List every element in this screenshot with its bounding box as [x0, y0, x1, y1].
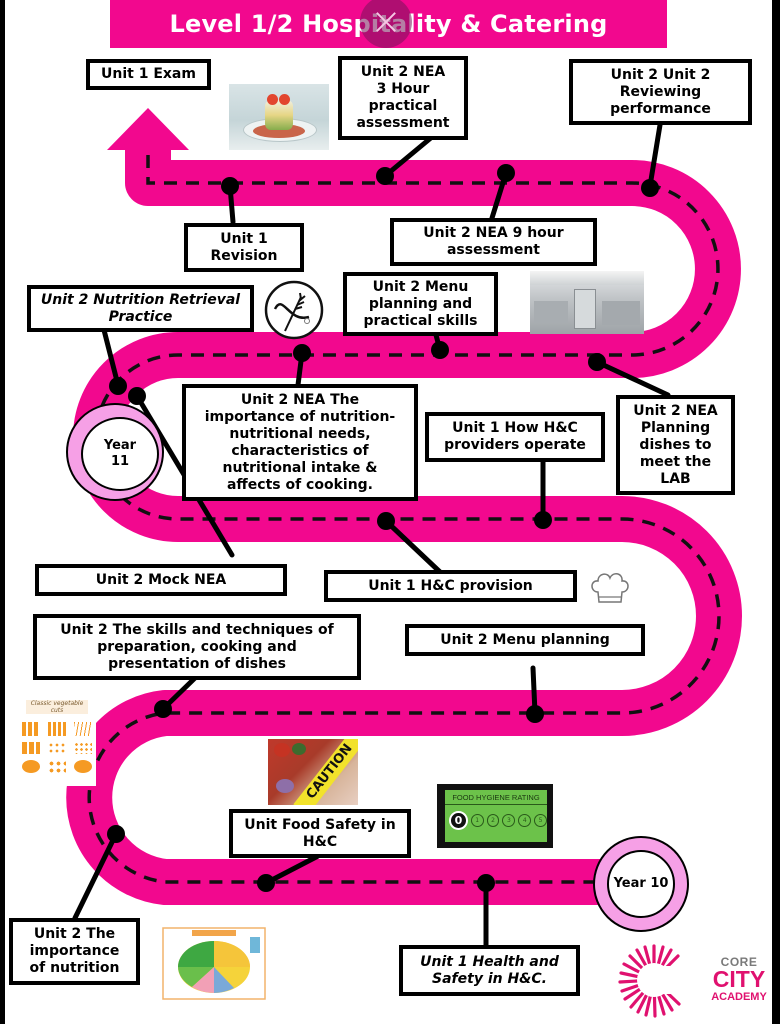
vegetable-cuts-title: Classic vegetable cuts — [26, 700, 88, 714]
milestone-menu-planning-skills: Unit 2 Menu planning and practical skill… — [343, 272, 498, 336]
milestone-how-providers-operate: Unit 1 How H&C providers operate — [425, 412, 605, 462]
milestone-dot — [526, 705, 544, 723]
hygiene-rating-value: 0 — [449, 811, 468, 830]
road-arrow-head — [107, 108, 189, 150]
milestone-unit1-exam: Unit 1 Exam — [86, 59, 211, 90]
core-city-academy-logo-icon — [618, 944, 690, 1018]
milestone-reviewing-performance: Unit 2 Unit 2 Reviewing performance — [569, 59, 752, 125]
milestone-menu-planning: Unit 2 Menu planning — [405, 624, 645, 656]
connector-reviewing — [647, 122, 663, 189]
hygiene-rating-label: FOOD HYGIENE RATING — [445, 793, 547, 805]
milestone-dot — [497, 164, 515, 182]
milestone-skills-techniques: Unit 2 The skills and techniques of prep… — [33, 614, 361, 680]
caution-food-photo: CAUTION — [268, 739, 358, 805]
hygiene-scale-3: 3 — [502, 814, 516, 827]
connector-food-safety — [263, 852, 323, 886]
milestone-hc-provision: Unit 1 H&C provision — [324, 570, 577, 602]
connector-importance-nutrition — [72, 831, 119, 921]
milestone-dot — [477, 874, 495, 892]
milestone-dot — [221, 177, 239, 195]
hygiene-scale-4: 4 — [518, 814, 532, 827]
milestone-nutrition-retrieval: Unit 2 Nutrition Retrieval Practice — [27, 285, 254, 332]
milestone-unit1-revision: Unit 1 Revision — [184, 223, 304, 272]
year-11-label: Year 11 — [81, 417, 159, 491]
milestone-dot — [376, 167, 394, 185]
year-11-marker: Year 11 — [66, 403, 164, 501]
hygiene-scale-1: 1 — [470, 814, 484, 827]
milestone-dot — [128, 387, 146, 405]
milestone-health-safety: Unit 1 Health and Safety in H&C. — [399, 945, 580, 996]
vegetable-cuts-chart: Classic vegetable cuts — [18, 694, 96, 786]
road-dashed-centerline — [87, 155, 721, 884]
milestone-mock-nea: Unit 2 Mock NEA — [35, 564, 287, 596]
milestone-dot — [293, 344, 311, 362]
milestone-importance-nutrition: Unit 2 The importance of nutrition — [9, 918, 140, 985]
year-10-marker: Year 10 — [593, 836, 689, 932]
logo-text-academy: ACADEMY — [711, 991, 767, 1003]
milestone-nea-3hour: Unit 2 NEA 3 Hour practical assessment — [338, 56, 468, 140]
milestone-dot — [377, 512, 395, 530]
connector-nutrition-retrieval — [101, 327, 121, 388]
milestone-dot — [107, 825, 125, 843]
milestone-food-safety: Unit Food Safety in H&C — [229, 809, 411, 858]
connector-hc-provision — [383, 518, 443, 575]
plated-dish-photo — [229, 84, 329, 150]
chef-hat-icon — [591, 573, 629, 603]
commercial-kitchen-photo — [530, 271, 644, 334]
logo-text-core: CORE — [720, 955, 758, 969]
milestone-dot — [431, 341, 449, 359]
gluten-free-icon — [264, 280, 324, 340]
page-border-right — [772, 0, 780, 1024]
close-icon[interactable] — [360, 0, 412, 48]
food-hygiene-rating-sticker: FOOD HYGIENE RATING 0 1 2 3 4 5 — [437, 784, 553, 848]
connector-nea-planning-dishes — [594, 359, 671, 398]
milestone-nea-importance: Unit 2 NEA The importance of nutrition- … — [182, 384, 418, 501]
milestone-dot — [109, 377, 127, 395]
hygiene-scale-5: 5 — [534, 814, 547, 827]
milestone-dot — [641, 179, 659, 197]
milestone-dot — [257, 874, 275, 892]
page-border-left — [0, 0, 5, 1024]
milestone-dot — [154, 700, 172, 718]
eatwell-guide-icon — [162, 927, 266, 1000]
hygiene-scale-2: 2 — [486, 814, 500, 827]
milestone-dot — [588, 353, 606, 371]
milestone-nea-9hour: Unit 2 NEA 9 hour assessment — [390, 218, 597, 266]
milestone-dot — [534, 511, 552, 529]
logo-text-city: CITY — [712, 966, 766, 992]
year-10-label: Year 10 — [607, 850, 675, 918]
milestone-nea-planning-dishes: Unit 2 NEA Planning dishes to meet the L… — [616, 395, 735, 495]
